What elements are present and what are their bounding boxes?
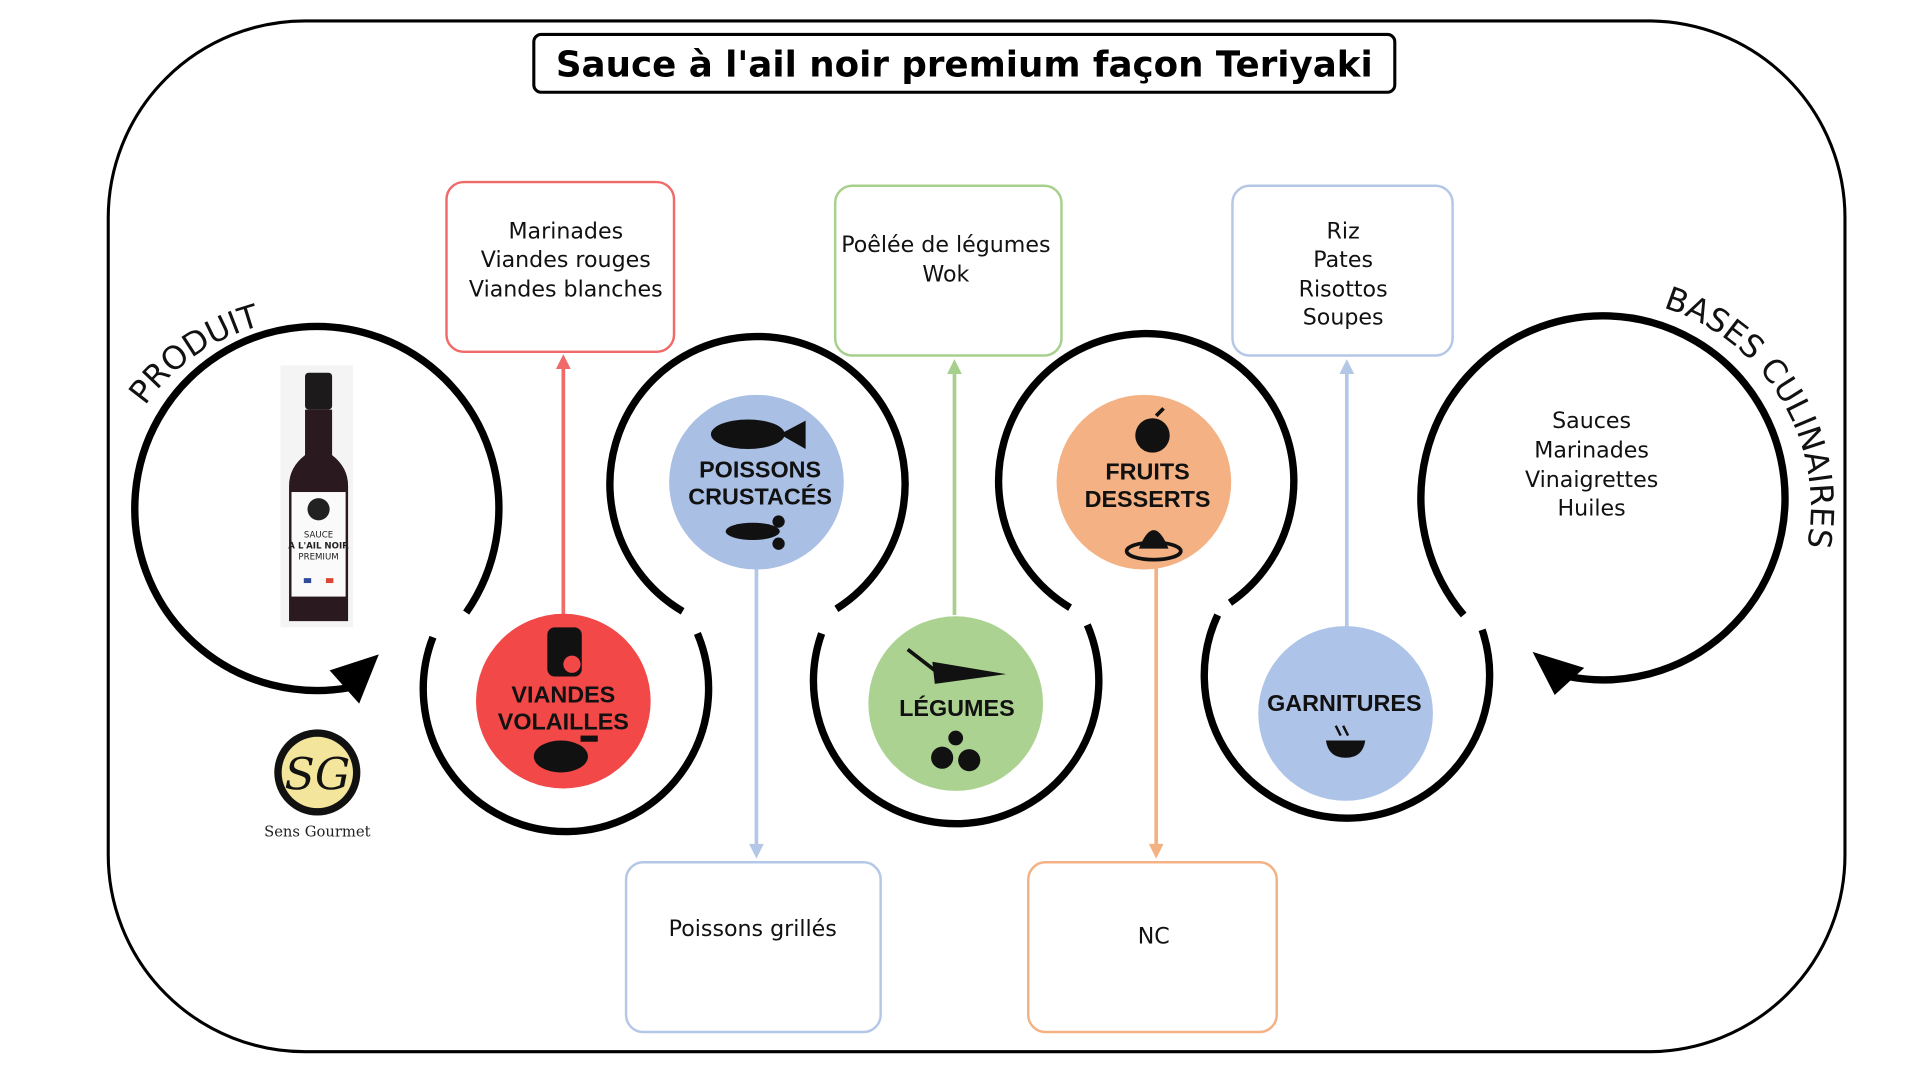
category-label: VIANDES (511, 681, 615, 707)
uses-box-viandes: Marinades Viandes rouges Viandes blanche… (445, 180, 676, 354)
uses-box-garnitures: Riz Pates Risottos Soupes (1231, 184, 1454, 357)
base-item: Marinades (1534, 438, 1649, 464)
carrot-icon (906, 648, 1007, 684)
base-item: Huiles (1558, 495, 1626, 521)
use-item: Risottos (1299, 276, 1388, 302)
category-label: GARNITURES (1267, 690, 1421, 716)
uses-box-legumes: Poêlée de légumes Wok (833, 184, 1063, 357)
poultry-icon (533, 735, 598, 773)
title-box: Sauce à l'ail noir premium façon Teriyak… (532, 32, 1397, 94)
brand-name: Sens Gourmet (264, 823, 371, 840)
sens-gourmet-logo: SG Sens Gourmet (264, 729, 371, 840)
use-item: Riz (1327, 219, 1360, 245)
use-item: NC (1138, 923, 1170, 949)
bottle-label-text: À L'AIL NOIR (288, 540, 349, 552)
product-bottle-image: SAUCE À L'AIL NOIR PREMIUM (280, 365, 354, 628)
bottle-label-text: PREMIUM (298, 553, 338, 563)
svg-text:SG: SG (284, 750, 350, 801)
fish-icon (710, 419, 806, 449)
use-item: Poissons grillés (669, 916, 837, 942)
fruits-loop (994, 329, 1298, 611)
connectors (555, 354, 1355, 859)
use-item: Soupes (1303, 305, 1384, 331)
use-item: Wok (922, 262, 969, 288)
legumes-loop (809, 623, 1103, 828)
lobster-icon (725, 515, 785, 550)
bowl-icon (1325, 725, 1366, 758)
category-garnitures: GARNITURES (1258, 626, 1433, 801)
category-label: POISSONS (699, 456, 821, 482)
flow-loops (131, 312, 1789, 836)
use-item: Pates (1313, 247, 1373, 273)
garnitures-loop (1200, 613, 1494, 822)
apple-icon (1135, 407, 1170, 453)
category-label: FRUITS (1105, 459, 1189, 485)
arrowhead-icon (1532, 651, 1585, 695)
page-title: Sauce à l'ail noir premium façon Teriyak… (556, 44, 1373, 85)
uses-box-fruits: NC (1027, 861, 1278, 1034)
meat-icon (547, 627, 582, 677)
radish-icon (931, 730, 981, 772)
bottle-label-text: SAUCE (304, 531, 333, 541)
use-item: Marinades (508, 219, 623, 245)
category-label: DESSERTS (1085, 486, 1211, 512)
base-item: Vinaigrettes (1525, 467, 1658, 493)
poissons-loop (606, 332, 909, 615)
use-item: Poêlée de légumes (841, 232, 1050, 258)
category-label: CRUSTACÉS (688, 482, 832, 509)
arrowhead-icon (329, 654, 379, 704)
category-poissons: POISSONS CRUSTACÉS (669, 394, 844, 570)
uses-box-poissons: Poissons grillés (624, 861, 882, 1034)
viandes-loop (419, 632, 713, 836)
category-fruits: FRUITS DESSERTS (1056, 394, 1232, 570)
category-viandes: VIANDES VOLAILLES (476, 613, 651, 789)
outer-frame (106, 19, 1847, 1054)
bases-culinaires-list: Sauces Marinades Vinaigrettes Huiles (1525, 408, 1658, 521)
category-label: LÉGUMES (899, 694, 1015, 721)
use-item: Viandes rouges (481, 247, 651, 273)
base-item: Sauces (1552, 408, 1631, 434)
category-label: VOLAILLES (498, 708, 629, 734)
bases-loop (1417, 312, 1789, 684)
produit-loop (131, 322, 503, 695)
category-legumes: LÉGUMES (868, 616, 1044, 791)
pudding-icon (1124, 530, 1183, 562)
use-item: Viandes blanches (469, 276, 663, 302)
